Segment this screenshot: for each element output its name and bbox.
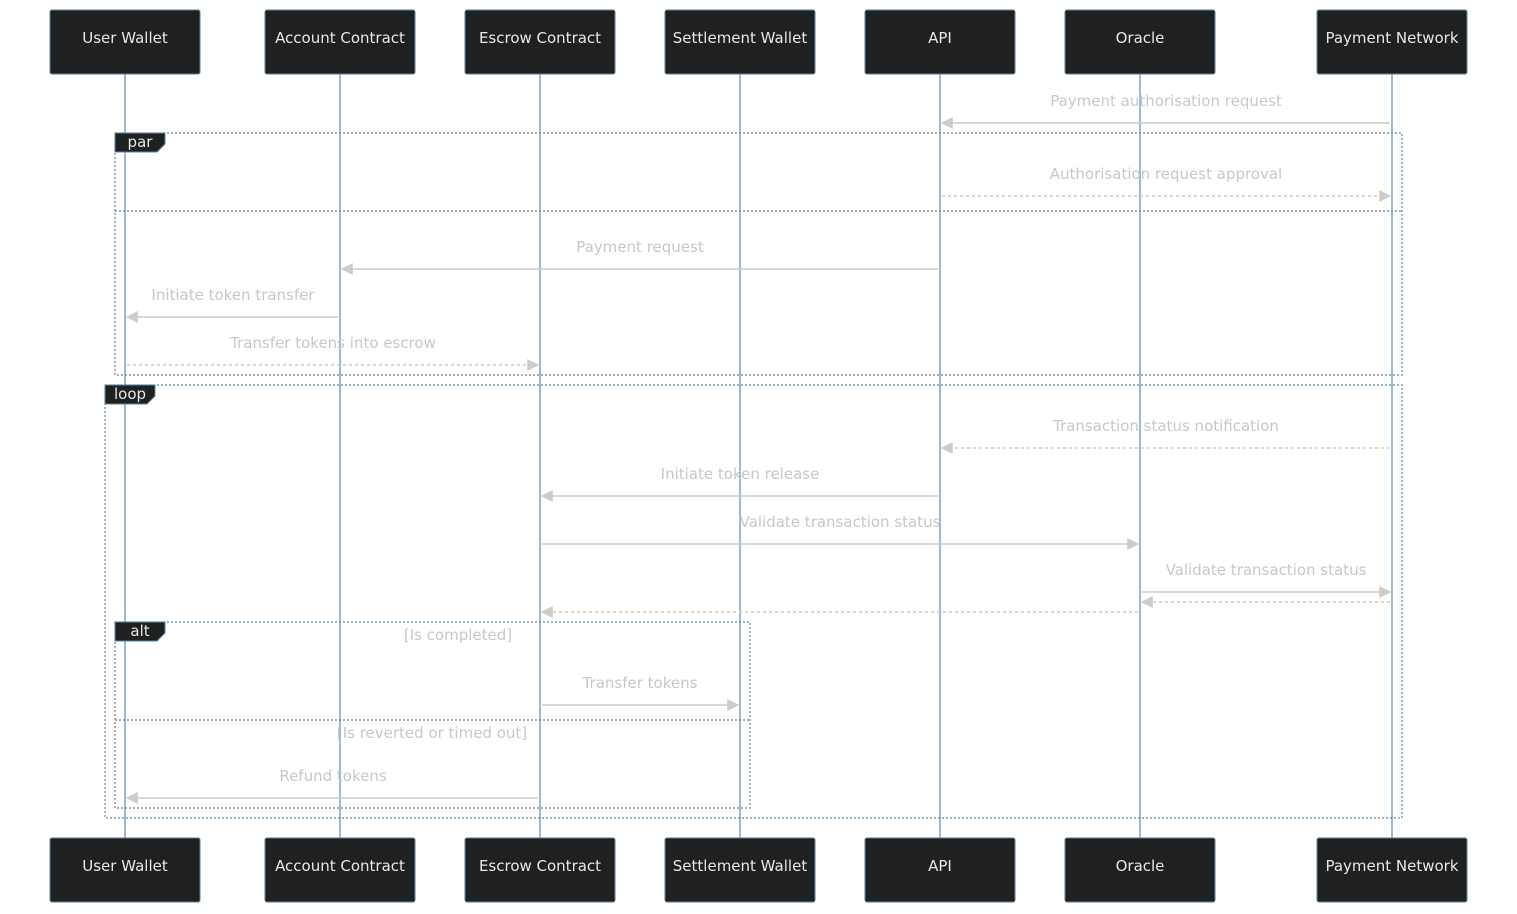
- frame-loop-label: loop: [114, 385, 146, 403]
- msg-label-4: Initiate token transfer: [151, 286, 315, 304]
- alt-condition-reverted: [Is reverted or timed out]: [337, 724, 527, 742]
- actor-box: [1316, 837, 1468, 903]
- actor-top-api: API: [864, 9, 1016, 75]
- frame-loop-border: [104, 384, 1403, 819]
- actor-label: Oracle: [1116, 857, 1165, 875]
- actor-label: API: [928, 29, 952, 47]
- actor-box: [1316, 9, 1468, 75]
- actor-bottom-account-contract: Account Contract: [264, 837, 416, 903]
- actor-bottom-user-wallet: User Wallet: [49, 837, 201, 903]
- actor-top-settlement-wallet: Settlement Wallet: [664, 9, 816, 75]
- actor-box: [464, 837, 616, 903]
- actor-box: [264, 9, 416, 75]
- actor-box: [1064, 9, 1216, 75]
- actor-label: Account Contract: [275, 29, 405, 47]
- actor-bottom-payment-network: Payment Network: [1316, 837, 1468, 903]
- frame-loop-tag: [104, 384, 156, 405]
- actor-top-oracle: Oracle: [1064, 9, 1216, 75]
- msg-label-3: Payment request: [576, 238, 704, 256]
- msg-label-5: Transfer tokens into escrow: [229, 334, 436, 352]
- frame-par-label: par: [128, 133, 154, 151]
- actor-label: User Wallet: [82, 29, 168, 47]
- frame-par-border: [114, 132, 1403, 376]
- alt-condition-completed: [Is completed]: [404, 626, 512, 644]
- actor-box: [464, 9, 616, 75]
- actor-box: [49, 837, 201, 903]
- actor-box: [664, 837, 816, 903]
- actor-bottom-oracle: Oracle: [1064, 837, 1216, 903]
- actor-box: [864, 837, 1016, 903]
- actor-bottom-api: API: [864, 837, 1016, 903]
- msg-label-9: Validate transaction status: [1166, 561, 1367, 579]
- actor-label: Escrow Contract: [479, 29, 601, 47]
- msg-label-8: Validate transaction status: [740, 513, 941, 531]
- actor-box: [264, 837, 416, 903]
- msg-label-6: Transaction status notification: [1052, 417, 1279, 435]
- actor-top-account-contract: Account Contract: [264, 9, 416, 75]
- frame-alt: alt [Is completed] [Is reverted or timed…: [114, 621, 751, 809]
- messages: Payment authorisation request Authorisat…: [125, 92, 1392, 804]
- msg-label-12: Transfer tokens: [582, 674, 698, 692]
- actor-top-user-wallet: User Wallet: [49, 9, 201, 75]
- lifelines: [124, 74, 1393, 838]
- frame-loop: loop: [104, 384, 1403, 819]
- actor-top-escrow-contract: Escrow Contract: [464, 9, 616, 75]
- msg-label-2: Authorisation request approval: [1050, 165, 1282, 183]
- frame-par: par: [114, 132, 1403, 376]
- actor-box: [864, 9, 1016, 75]
- msg-label-1: Payment authorisation request: [1050, 92, 1282, 110]
- frame-par-tag: [114, 132, 166, 153]
- msg-label-13: Refund tokens: [279, 767, 387, 785]
- actor-box: [49, 9, 201, 75]
- frame-alt-border: [114, 621, 751, 809]
- actor-label: Account Contract: [275, 857, 405, 875]
- actor-label: Payment Network: [1325, 857, 1458, 875]
- msg-label-7: Initiate token release: [661, 465, 820, 483]
- actor-bottom-escrow-contract: Escrow Contract: [464, 837, 616, 903]
- actor-label: Oracle: [1116, 29, 1165, 47]
- actor-label: Settlement Wallet: [673, 857, 808, 875]
- actor-bottom-settlement-wallet: Settlement Wallet: [664, 837, 816, 903]
- frame-alt-label: alt: [130, 622, 149, 640]
- actor-label: Settlement Wallet: [673, 29, 808, 47]
- actors-bottom: User Wallet Account Contract Escrow Cont…: [49, 837, 1468, 903]
- actor-label: User Wallet: [82, 857, 168, 875]
- actor-label: Payment Network: [1325, 29, 1458, 47]
- actor-label: API: [928, 857, 952, 875]
- actor-box: [664, 9, 816, 75]
- actors-top: User Wallet Account Contract Escrow Cont…: [49, 9, 1468, 75]
- frame-alt-tag: [114, 621, 166, 642]
- actor-box: [1064, 837, 1216, 903]
- actor-top-payment-network: Payment Network: [1316, 9, 1468, 75]
- actor-label: Escrow Contract: [479, 857, 601, 875]
